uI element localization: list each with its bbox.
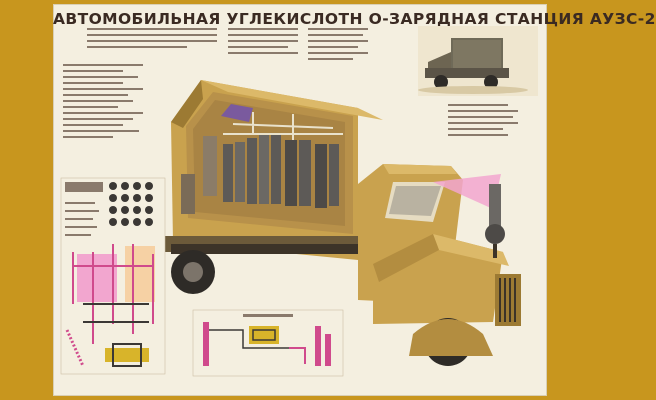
valve-icon [485, 184, 505, 258]
poster-frame: АВТОМОБИЛЬНАЯ УГЛЕКИСЛОТН О-ЗАРЯДНАЯ СТА… [53, 4, 656, 396]
rear-wheel [171, 250, 215, 294]
top-left-text-block [63, 28, 217, 138]
radiator-grille [495, 274, 521, 326]
poster-sheet: АВТОМОБИЛЬНАЯ УГЛЕКИСЛОТН О-ЗАРЯДНАЯ СТА… [53, 4, 656, 396]
poster-illustration [60, 26, 538, 377]
pink-detail-callout [433, 174, 505, 258]
gas-cylinder-icon [223, 134, 339, 208]
poster-title: АВТОМОБИЛЬНАЯ УГЛЕКИСЛОТН О-ЗАРЯДНАЯ СТА… [53, 10, 656, 28]
truck-cutaway-illustration [153, 80, 521, 366]
top-center-text-block [228, 28, 368, 60]
pipe-schematic [60, 177, 166, 375]
right-text-block [448, 104, 518, 136]
truck-photo-inset [418, 26, 538, 96]
cylinder-legend-grid [109, 182, 153, 226]
bottom-schematic [192, 309, 344, 377]
